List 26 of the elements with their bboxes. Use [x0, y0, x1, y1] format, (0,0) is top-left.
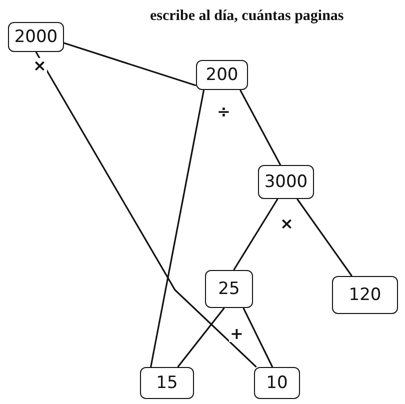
- number-box: [258, 165, 314, 199]
- number-box: [8, 22, 64, 52]
- edge-label: +: [229, 326, 244, 342]
- connector-line: [242, 308, 274, 368]
- number-text: 10: [266, 373, 288, 393]
- connector-line: [64, 42, 196, 86]
- connector-line: [296, 198, 352, 276]
- question-text: escribe al día, cuántas paginas: [150, 8, 345, 25]
- number-text: 2000: [14, 27, 58, 47]
- connector-line: [233, 198, 278, 270]
- number-box: [205, 270, 253, 308]
- edge-label: ×: [279, 216, 294, 232]
- number-text: 200: [206, 65, 238, 85]
- number-text: 15: [156, 373, 178, 393]
- number-text: 3000: [264, 172, 308, 192]
- number-box: [196, 60, 248, 90]
- number-box: [254, 367, 300, 399]
- connector-line: [35, 52, 257, 368]
- number-box: [332, 276, 398, 314]
- connector-line: [240, 90, 282, 166]
- connector-line: [177, 308, 225, 368]
- number-text: 25: [218, 279, 240, 299]
- number-text: 120: [348, 285, 382, 305]
- connector-line: [150, 90, 205, 368]
- edge-label: ×: [32, 58, 48, 74]
- number-box: [140, 367, 194, 399]
